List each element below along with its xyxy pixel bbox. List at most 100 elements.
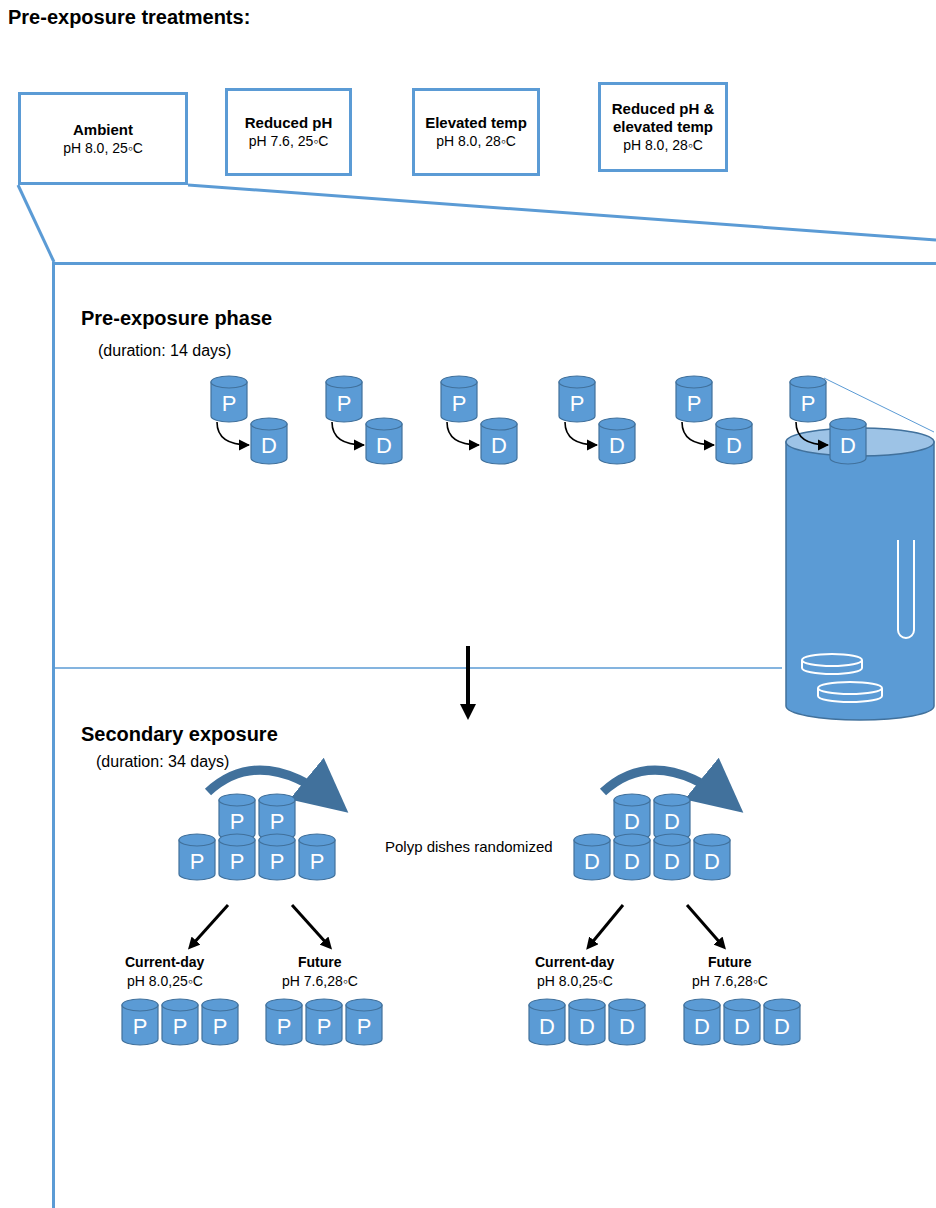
- dish-cylinder: D: [715, 417, 753, 465]
- dish-cylinder: P: [218, 833, 256, 881]
- dish-letter: P: [325, 387, 363, 421]
- dish-cylinder: D: [763, 998, 801, 1046]
- dish-cylinder: D: [693, 833, 731, 881]
- treatment-box: Reduced pH & elevated temppH 8.0, 28◦C: [598, 82, 728, 172]
- dish-letter: D: [598, 429, 636, 463]
- dish-letter: P: [345, 1010, 383, 1044]
- dish-cylinder: P: [210, 375, 248, 423]
- scenario-conditions: pH 8.0,25◦C: [127, 972, 203, 990]
- dish-cylinder: D: [723, 998, 761, 1046]
- scenario-name: Future: [298, 953, 342, 971]
- dish-cylinder: D: [528, 998, 566, 1046]
- dish-cylinder: P: [121, 998, 159, 1046]
- dish-cylinder: D: [568, 998, 606, 1046]
- dish-letter: D: [613, 845, 651, 879]
- flow-arrow: [466, 646, 470, 712]
- dish-cylinder: D: [608, 998, 646, 1046]
- dish-letter: P: [558, 387, 596, 421]
- dish-cylinder: D: [829, 417, 867, 465]
- phase-heading: Pre-exposure phase: [81, 307, 272, 330]
- dish-cylinder: D: [250, 417, 288, 465]
- dish-letter: D: [723, 1010, 761, 1044]
- dish-letter: P: [265, 1010, 303, 1044]
- detail-panel: Pre-exposure phase(duration: 14 days)Sec…: [52, 262, 936, 1208]
- zoom-line: [188, 185, 936, 240]
- divider-line: [54, 667, 782, 669]
- split-arrow: [292, 905, 328, 945]
- treatment-box: Elevated temppH 8.0, 28◦C: [412, 88, 540, 176]
- dish-cylinder: D: [365, 417, 403, 465]
- dish-letter: P: [201, 1010, 239, 1044]
- treatment-box: AmbientpH 8.0, 25◦C: [18, 92, 188, 185]
- dish-cylinder: D: [683, 998, 721, 1046]
- dish-cylinder: P: [298, 833, 336, 881]
- dish-cylinder: P: [161, 998, 199, 1046]
- dish-letter: P: [440, 387, 478, 421]
- phase-heading: Secondary exposure: [81, 723, 278, 746]
- dish-letter: D: [653, 845, 691, 879]
- treatment-name: Reduced pH: [245, 114, 333, 132]
- transfer-arrow: [565, 422, 597, 445]
- dish-letter: P: [218, 845, 256, 879]
- treatment-conditions: pH 7.6, 25◦C: [249, 132, 329, 150]
- phase-heading: (duration: 34 days): [96, 753, 229, 771]
- dish-letter: D: [480, 429, 518, 463]
- scenario-conditions: pH 8.0,25◦C: [537, 972, 613, 990]
- transfer-arrow: [217, 422, 249, 445]
- split-arrow: [687, 905, 722, 945]
- dish-cylinder: P: [201, 998, 239, 1046]
- dish-letter: D: [528, 1010, 566, 1044]
- dish-letter: D: [365, 429, 403, 463]
- dish-letter: P: [305, 1010, 343, 1044]
- dish-cylinder: P: [440, 375, 478, 423]
- randomize-arrow: [603, 770, 735, 806]
- transfer-arrow: [682, 422, 714, 445]
- diagram-title: Pre-exposure treatments:: [8, 6, 250, 29]
- dish-cylinder: D: [598, 417, 636, 465]
- dish-letter: D: [608, 1010, 646, 1044]
- dish-letter: P: [789, 387, 827, 421]
- transfer-arrow: [447, 422, 479, 445]
- dish-letter: D: [250, 429, 288, 463]
- dish-cylinder: D: [653, 833, 691, 881]
- dish-cylinder: P: [345, 998, 383, 1046]
- scenario-name: Future: [708, 953, 752, 971]
- dish-letter: P: [675, 387, 713, 421]
- transfer-arrow: [332, 422, 364, 445]
- dish-cylinder: P: [325, 375, 363, 423]
- split-arrow: [192, 905, 228, 945]
- zoom-line: [824, 378, 934, 432]
- dish-letter: D: [763, 1010, 801, 1044]
- treatment-name: Elevated temp: [425, 114, 527, 132]
- dish-letter: D: [683, 1010, 721, 1044]
- zoom-line: [18, 185, 54, 262]
- randomize-arrow: [208, 770, 340, 806]
- dish-letter: D: [693, 845, 731, 879]
- dish-letter: D: [829, 429, 867, 463]
- treatment-conditions: pH 8.0, 28◦C: [623, 136, 703, 154]
- dish-cylinder: P: [178, 833, 216, 881]
- annotation: Polyp dishes randomized: [385, 838, 553, 856]
- dish-letter: P: [121, 1010, 159, 1044]
- dish-letter: D: [715, 429, 753, 463]
- dish-letter: P: [178, 845, 216, 879]
- scenario-conditions: pH 7.6,28◦C: [282, 972, 358, 990]
- transfer-arrow: [796, 422, 828, 445]
- dish-letter: P: [210, 387, 248, 421]
- treatment-conditions: pH 8.0, 28◦C: [436, 132, 516, 150]
- dish-letter: P: [298, 845, 336, 879]
- dish-letter: P: [161, 1010, 199, 1044]
- treatment-name: Reduced pH & elevated temp: [607, 100, 719, 136]
- scenario-name: Current-day: [535, 953, 614, 971]
- dish-cylinder: P: [789, 375, 827, 423]
- treatment-conditions: pH 8.0, 25◦C: [63, 139, 143, 157]
- dish-cylinder: D: [613, 833, 651, 881]
- dish-cylinder: P: [305, 998, 343, 1046]
- dish-cylinder: P: [258, 833, 296, 881]
- dish-cylinder: P: [558, 375, 596, 423]
- dish-cylinder: P: [265, 998, 303, 1046]
- dish-cylinder: D: [573, 833, 611, 881]
- dish-letter: D: [573, 845, 611, 879]
- tank-illustration: [786, 428, 934, 720]
- scenario-conditions: pH 7.6,28◦C: [692, 972, 768, 990]
